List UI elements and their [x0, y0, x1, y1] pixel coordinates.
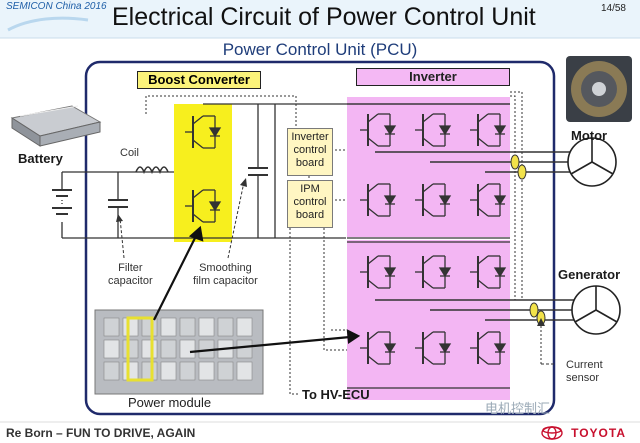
- power-module-image: [94, 309, 264, 395]
- power-module-cell: [103, 339, 120, 359]
- igbt-switches: [185, 103, 510, 389]
- inverter-motor-lower-switch: [470, 183, 507, 217]
- power-module-cell: [141, 361, 158, 381]
- power-module-cell: [217, 361, 234, 381]
- power-module-label: Power module: [128, 395, 212, 410]
- toyota-logo: [541, 426, 563, 440]
- power-module-arrows: [153, 225, 361, 354]
- watermark: 电机控制汇: [485, 401, 551, 416]
- power-module-cell: [198, 317, 215, 337]
- motor-symbol: [567, 137, 617, 187]
- power-module-cell: [103, 317, 120, 337]
- boost-converter-region: [174, 104, 232, 242]
- boost-switch-lower: [185, 189, 222, 223]
- slide-title: Electrical Circuit of Power Control Unit: [112, 3, 536, 31]
- inverter-control-board: Inverter control board: [287, 128, 333, 176]
- event-label: SEMICON China 2016: [6, 1, 107, 12]
- pcu-title: Power Control Unit (PCU): [222, 40, 418, 59]
- boost-converter-label: Boost Converter: [137, 71, 261, 89]
- inverter-region-generator: [347, 240, 510, 400]
- power-module-cell: [236, 361, 253, 381]
- inverter-control-board-text: Inverter control board: [291, 131, 329, 169]
- control-signal-lines: [145, 91, 542, 395]
- inverter-label: Inverter: [356, 68, 510, 86]
- leader-lines: [119, 181, 556, 365]
- ipm-control-board: IPM control board: [287, 180, 333, 228]
- filter-capacitor-label: Filter capacitor: [108, 262, 153, 287]
- to-hv-ecu-label: To HV-ECU: [302, 387, 370, 402]
- inverter-motor-lower-switch: [360, 183, 397, 217]
- power-module-cell: [179, 339, 196, 359]
- generator-label: Generator: [558, 267, 621, 282]
- header-swoosh: [7, 16, 89, 32]
- header-band: [0, 0, 640, 38]
- power-module-cell: [179, 361, 196, 381]
- power-module-cell: [179, 317, 196, 337]
- power-module-cell: [236, 317, 253, 337]
- power-module-cell: [103, 361, 120, 381]
- power-module-cell: [141, 339, 158, 359]
- smoothing-capacitor-label: Smoothing film capacitor: [193, 262, 258, 287]
- power-module-cell: [122, 339, 139, 359]
- battery-circuit: [52, 104, 346, 239]
- coil-label: Coil: [120, 147, 139, 159]
- inverter-generator-lower-switch: [470, 331, 507, 365]
- inverter-generator-upper-switch: [360, 255, 397, 289]
- inverter-motor-lower-switch: [415, 183, 452, 217]
- generator-symbol: [571, 285, 621, 335]
- inverter-motor-upper-switch: [360, 113, 397, 147]
- motor-phase-lines: [375, 151, 586, 321]
- inverter-generator-lower-switch: [415, 331, 452, 365]
- power-module-cell: [217, 317, 234, 337]
- footer-slogan: Re Born – FUN TO DRIVE, AGAIN: [6, 426, 196, 440]
- page-number: 14/58: [600, 3, 626, 14]
- inverter-generator-upper-switch: [470, 255, 507, 289]
- battery-pack-image: [10, 105, 102, 147]
- boost-switch-upper: [185, 115, 222, 149]
- power-module-cell: [160, 317, 177, 337]
- inverter-motor-upper-switch: [470, 113, 507, 147]
- ipm-control-board-text: IPM control board: [293, 183, 327, 221]
- current-sensor-label: Current sensor: [566, 359, 603, 384]
- battery-label: Battery: [18, 151, 63, 166]
- power-module-cell: [160, 361, 177, 381]
- power-module-cell: [141, 317, 158, 337]
- motor-image: [566, 56, 632, 122]
- inverter-generator-lower-switch: [360, 331, 397, 365]
- power-module-cell: [198, 361, 215, 381]
- inverter-generator-upper-switch: [415, 255, 452, 289]
- footer-brand: TOYOTA: [571, 426, 626, 440]
- inverter-motor-upper-switch: [415, 113, 452, 147]
- power-module-cell: [160, 339, 177, 359]
- motor-label: Motor: [571, 128, 608, 143]
- power-module-cell: [122, 317, 139, 337]
- power-module-cell: [122, 361, 139, 381]
- power-module-cell: [236, 339, 253, 359]
